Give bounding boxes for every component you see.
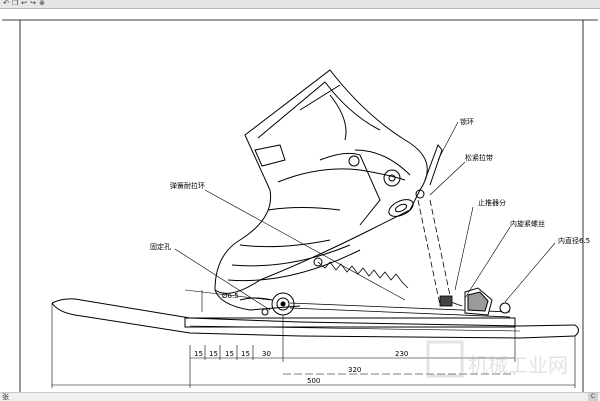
status-bar: 张 C	[0, 392, 600, 401]
copy-icon[interactable]: ❐	[11, 0, 19, 7]
watermark-text: 机械工业网	[468, 353, 568, 377]
dim-15-3: 15	[225, 350, 234, 358]
rotate-left-icon[interactable]: ↶	[3, 0, 9, 7]
label-fixing-hole: 固定孔	[150, 242, 171, 251]
ski-boot	[214, 69, 443, 311]
dim-230: 230	[395, 350, 408, 358]
dim-30: 30	[262, 350, 271, 358]
label-group: 锁环 松紧拉带 弹簧耐拉环 止推器分 内旋紧螺丝 内直径6.5 固定孔 Ø6.5	[150, 117, 590, 300]
label-inner-hole: 内直径6.5	[558, 236, 590, 245]
dim-15-2: 15	[209, 350, 218, 358]
dimension-text-group: 15 15 15 15 30 230 320 500	[194, 350, 408, 385]
label-diameter: Ø6.5	[222, 292, 239, 300]
dim-500: 500	[307, 377, 320, 385]
label-spring-ring: 弹簧耐拉环	[170, 181, 205, 190]
tension-rod	[417, 199, 463, 307]
label-limit-part: 止推器分	[478, 198, 506, 207]
dim-15-1: 15	[194, 350, 203, 358]
back-icon[interactable]: ↩	[21, 0, 27, 7]
label-tension-strap: 松紧拉带	[465, 153, 493, 162]
close-icon[interactable]: ⊗	[39, 0, 45, 7]
dimension-lines	[51, 290, 576, 388]
status-right-button[interactable]: C	[588, 393, 598, 401]
leader-lines	[174, 121, 556, 311]
spring	[317, 261, 409, 289]
heel-hinge	[239, 292, 295, 316]
status-left-text: 张	[2, 393, 9, 401]
front-latch	[464, 287, 511, 316]
label-lock-ring: 锁环	[460, 117, 474, 126]
viewer-toolbar: ↶ ❐ ↩ ↪ ⊗	[0, 0, 600, 9]
dim-320: 320	[348, 366, 361, 374]
label-inner-nut: 内旋紧螺丝	[510, 219, 545, 228]
watermark: 机械工业网	[426, 340, 568, 378]
forward-icon[interactable]: ↪	[30, 0, 36, 7]
dim-15-4: 15	[241, 350, 250, 358]
